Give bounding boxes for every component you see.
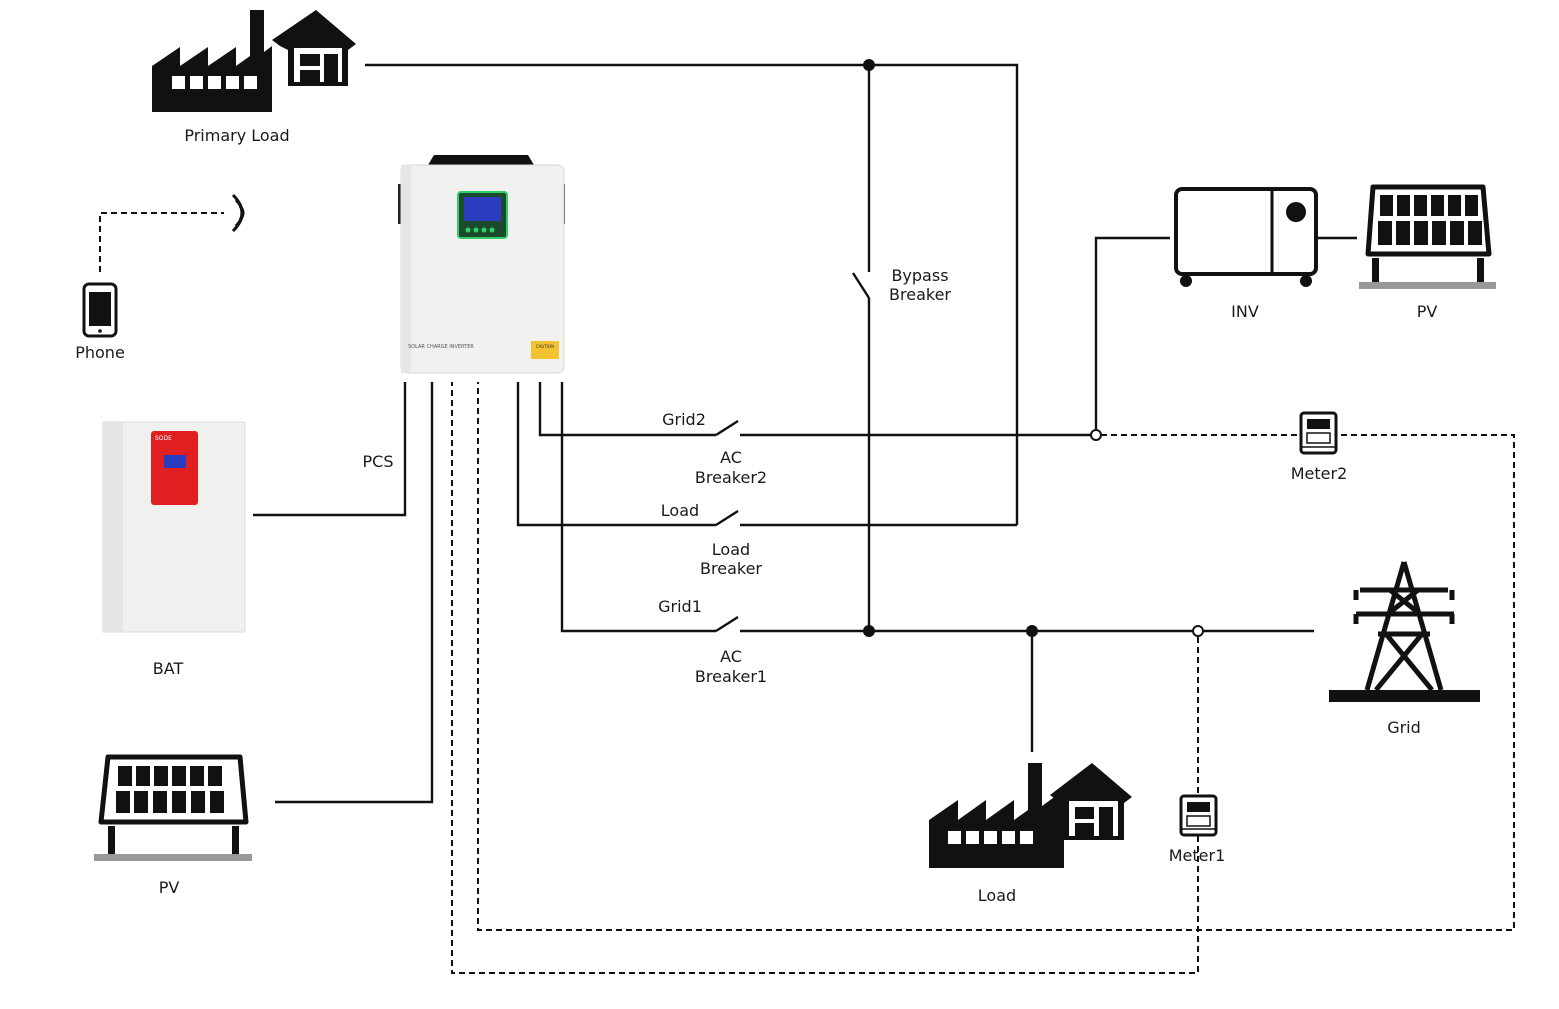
inverter-icon-inv <box>1174 187 1318 287</box>
grid2-label: Grid2 <box>662 410 706 429</box>
battery-unit: SODE <box>102 421 246 633</box>
load-breaker-label-line2: Breaker <box>700 559 762 578</box>
ac-breaker2-label-line1: AC <box>720 448 742 467</box>
ac-breaker2-label-line2: Breaker2 <box>695 468 767 487</box>
grid1-label: Grid1 <box>658 597 702 616</box>
inv-label: INV <box>1231 302 1259 321</box>
phone-icon <box>82 282 118 338</box>
bypass-breaker-label-line1: Bypass <box>891 266 948 285</box>
meter-icon-meter1 <box>1179 794 1218 837</box>
pv-left-label: PV <box>159 878 180 897</box>
ac-breaker1-label-line1: AC <box>720 647 742 666</box>
battery-brand: SODE <box>155 435 172 442</box>
bat-label: BAT <box>153 659 184 678</box>
factory-icon-load <box>929 763 1132 868</box>
pv-right-label: PV <box>1417 302 1438 321</box>
load-breaker-label-line1: Load <box>712 540 750 559</box>
transmission-tower-icon <box>1353 561 1455 692</box>
meter1-label: Meter1 <box>1169 846 1226 865</box>
ac-breaker1-label-line2: Breaker1 <box>695 667 767 686</box>
primary-load-label: Primary Load <box>184 126 289 145</box>
load-switch-label: Load <box>661 501 699 520</box>
meter-icon-meter2 <box>1299 411 1338 455</box>
grid-label: Grid <box>1387 718 1421 737</box>
bypass-breaker-label-line2: Breaker <box>889 285 951 304</box>
meter2-label: Meter2 <box>1291 464 1348 483</box>
inverter-caption: SOLAR CHARGE INVERTER <box>408 344 474 350</box>
pcs-label: PCS <box>363 452 394 471</box>
inverter-warning: CAUTION <box>536 344 554 349</box>
phone-label: Phone <box>75 343 125 362</box>
solar-panel-icon-left <box>94 754 252 861</box>
wifi-signal-icon <box>231 193 245 233</box>
factory-icon-primary-load <box>152 10 356 112</box>
inverter-unit: SOLAR CHARGE INVERTER CAUTION <box>398 155 565 374</box>
solar-panel-icon-right <box>1359 184 1496 289</box>
grid-tower-base <box>1329 690 1480 702</box>
wiring <box>99 59 1515 974</box>
load-bottom-label: Load <box>978 886 1016 905</box>
